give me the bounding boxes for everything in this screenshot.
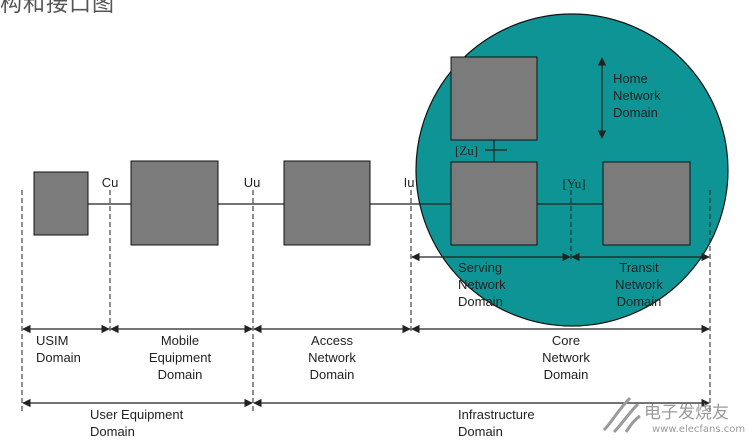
home-network-domain-label: Home Network Domain <box>613 71 661 120</box>
home-network-box <box>450 56 538 141</box>
interface-zu-label: [Zu] <box>455 143 479 158</box>
access-network-box <box>283 160 371 246</box>
watermark-logo-icon <box>602 396 641 434</box>
usim-domain-label: USIM Domain <box>36 333 81 365</box>
interface-iu-label: Iu <box>403 175 415 190</box>
interface-uu-label: Uu <box>243 175 261 190</box>
mobile-equipment-domain-label: Mobile Equipment Domain <box>148 333 212 382</box>
transit-network-domain-label: Transit Network Domain <box>615 260 663 309</box>
watermark-site: www.elecfans.com <box>652 424 746 435</box>
interface-cu-label: Cu <box>101 175 119 190</box>
watermark-brand: 电子发烧友 <box>644 403 729 423</box>
infrastructure-domain-label: Infrastructure Domain <box>458 407 535 439</box>
transit-network-box <box>602 161 691 246</box>
access-network-domain-label: Access Network Domain <box>308 333 356 382</box>
serving-network-domain-label: Serving Network Domain <box>458 260 506 309</box>
mobile-equipment-box <box>130 160 219 246</box>
serving-network-box <box>450 161 538 246</box>
user-equipment-domain-label: User Equipment Domain <box>90 407 184 439</box>
page-title-fragment: 构和接口图 <box>0 0 116 17</box>
core-network-domain-label: Core Network Domain <box>542 333 590 382</box>
interface-yu-label: [Yu] <box>562 176 586 191</box>
usim-box <box>33 171 89 236</box>
